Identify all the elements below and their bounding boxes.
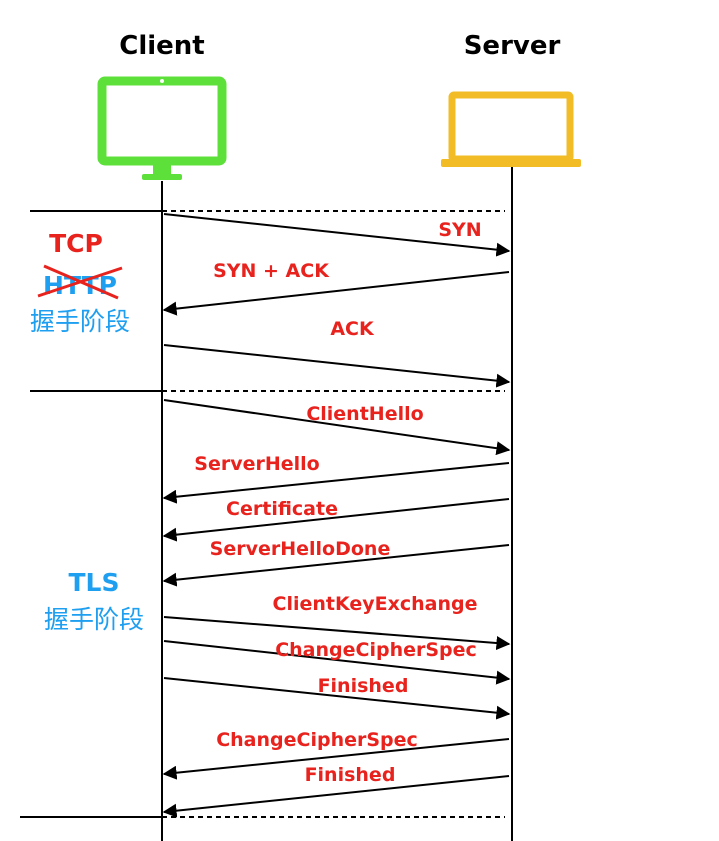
tcp-title: TCP (49, 229, 103, 258)
label-server-hello: ServerHello (194, 453, 319, 475)
arrow-ack (163, 344, 511, 388)
arrow-finished-client (163, 677, 511, 720)
label-finished-client: Finished (318, 675, 409, 697)
laptop-icon (441, 91, 581, 167)
arrow-client-key-exchange (163, 616, 511, 650)
http-struck-out: HTTP (43, 271, 117, 300)
client-label: Client (119, 31, 204, 61)
arrow-certificate (162, 498, 510, 542)
label-client-hello: ClientHello (306, 403, 423, 425)
arrow-server-hello-done (162, 544, 510, 587)
tls-title: TLS (69, 568, 120, 597)
tls-phase-label: TLS 握手阶段 (44, 568, 144, 634)
label-finished-server: Finished (305, 764, 396, 786)
tcp-caption: 握手阶段 (30, 307, 130, 336)
label-server-hello-done: ServerHelloDone (210, 538, 391, 560)
label-change-cipher-spec-client: ChangeCipherSpec (275, 639, 477, 661)
label-client-key-exchange: ClientKeyExchange (273, 593, 478, 615)
tcp-phase-label: TCP HTTP 握手阶段 (30, 229, 130, 336)
desktop-monitor-icon (97, 76, 227, 180)
label-ack: ACK (330, 318, 375, 340)
label-certificate: Certificate (226, 498, 338, 520)
arrow-change-cipher-spec-server (162, 738, 510, 780)
arrow-change-cipher-spec-client (163, 640, 511, 685)
strike-x-icon (37, 264, 123, 300)
arrow-client-hello (163, 399, 511, 456)
server-label: Server (464, 31, 561, 61)
label-change-cipher-spec-server: ChangeCipherSpec (216, 729, 418, 751)
arrow-syn (163, 213, 511, 257)
label-syn-ack: SYN + ACK (213, 260, 330, 282)
message-labels: SYN SYN + ACK ACK ClientHello ServerHell… (194, 219, 481, 786)
arrow-server-hello (162, 462, 510, 504)
arrow-finished-server (162, 775, 510, 818)
message-arrows (162, 213, 511, 818)
tls-caption: 握手阶段 (44, 605, 144, 634)
arrow-syn-ack (162, 271, 510, 316)
label-syn: SYN (438, 219, 481, 241)
